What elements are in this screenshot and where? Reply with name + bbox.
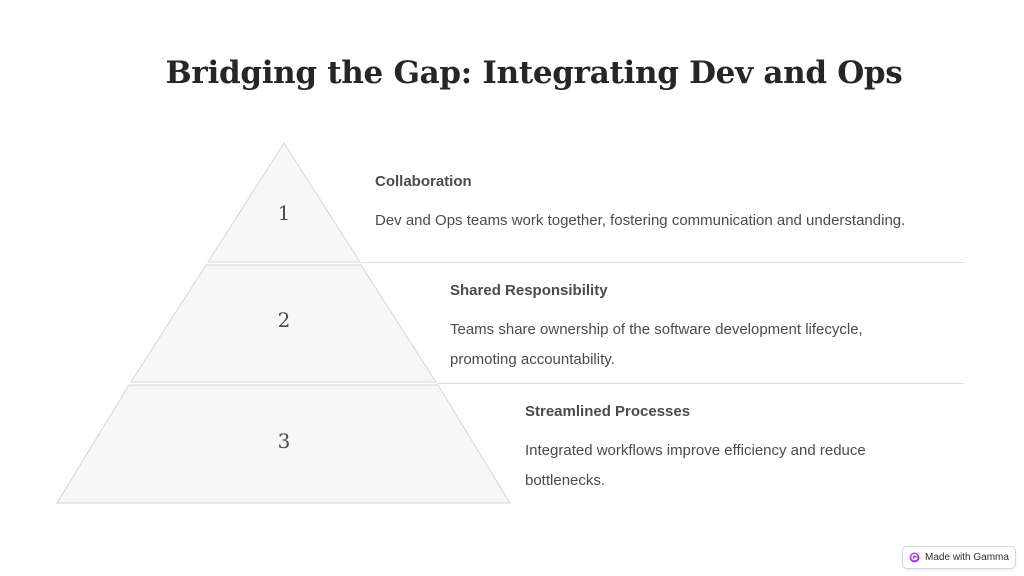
level-1-description: Dev and Ops teams work together, fosteri… <box>375 212 906 229</box>
level-1-heading: Collaboration <box>375 173 472 190</box>
level-1-content: Collaboration Dev and Ops teams work tog… <box>375 172 955 236</box>
pyramid-level-3 <box>56 384 511 504</box>
gamma-logo-icon <box>909 552 920 563</box>
pyramid-level-2 <box>130 264 437 383</box>
divider-1 <box>362 262 964 263</box>
level-2-heading: Shared Responsibility <box>450 282 608 299</box>
divider-2 <box>437 383 964 384</box>
pyramid-level-1 <box>207 142 361 263</box>
level-2-content: Shared Responsibility Teams share owners… <box>450 281 900 375</box>
level-number-3: 3 <box>277 429 291 453</box>
level-3-content: Streamlined Processes Integrated workflo… <box>525 402 905 496</box>
made-with-gamma-badge[interactable]: Made with Gamma <box>902 546 1016 569</box>
level-2-description: Teams share ownership of the software de… <box>450 321 863 368</box>
level-number-2: 2 <box>277 308 291 332</box>
level-3-description: Integrated workflows improve efficiency … <box>525 442 866 489</box>
badge-label: Made with Gamma <box>925 552 1009 563</box>
level-3-heading: Streamlined Processes <box>525 403 691 420</box>
level-number-1: 1 <box>277 201 291 225</box>
page-title: Bridging the Gap: Integrating Dev and Op… <box>165 55 903 91</box>
